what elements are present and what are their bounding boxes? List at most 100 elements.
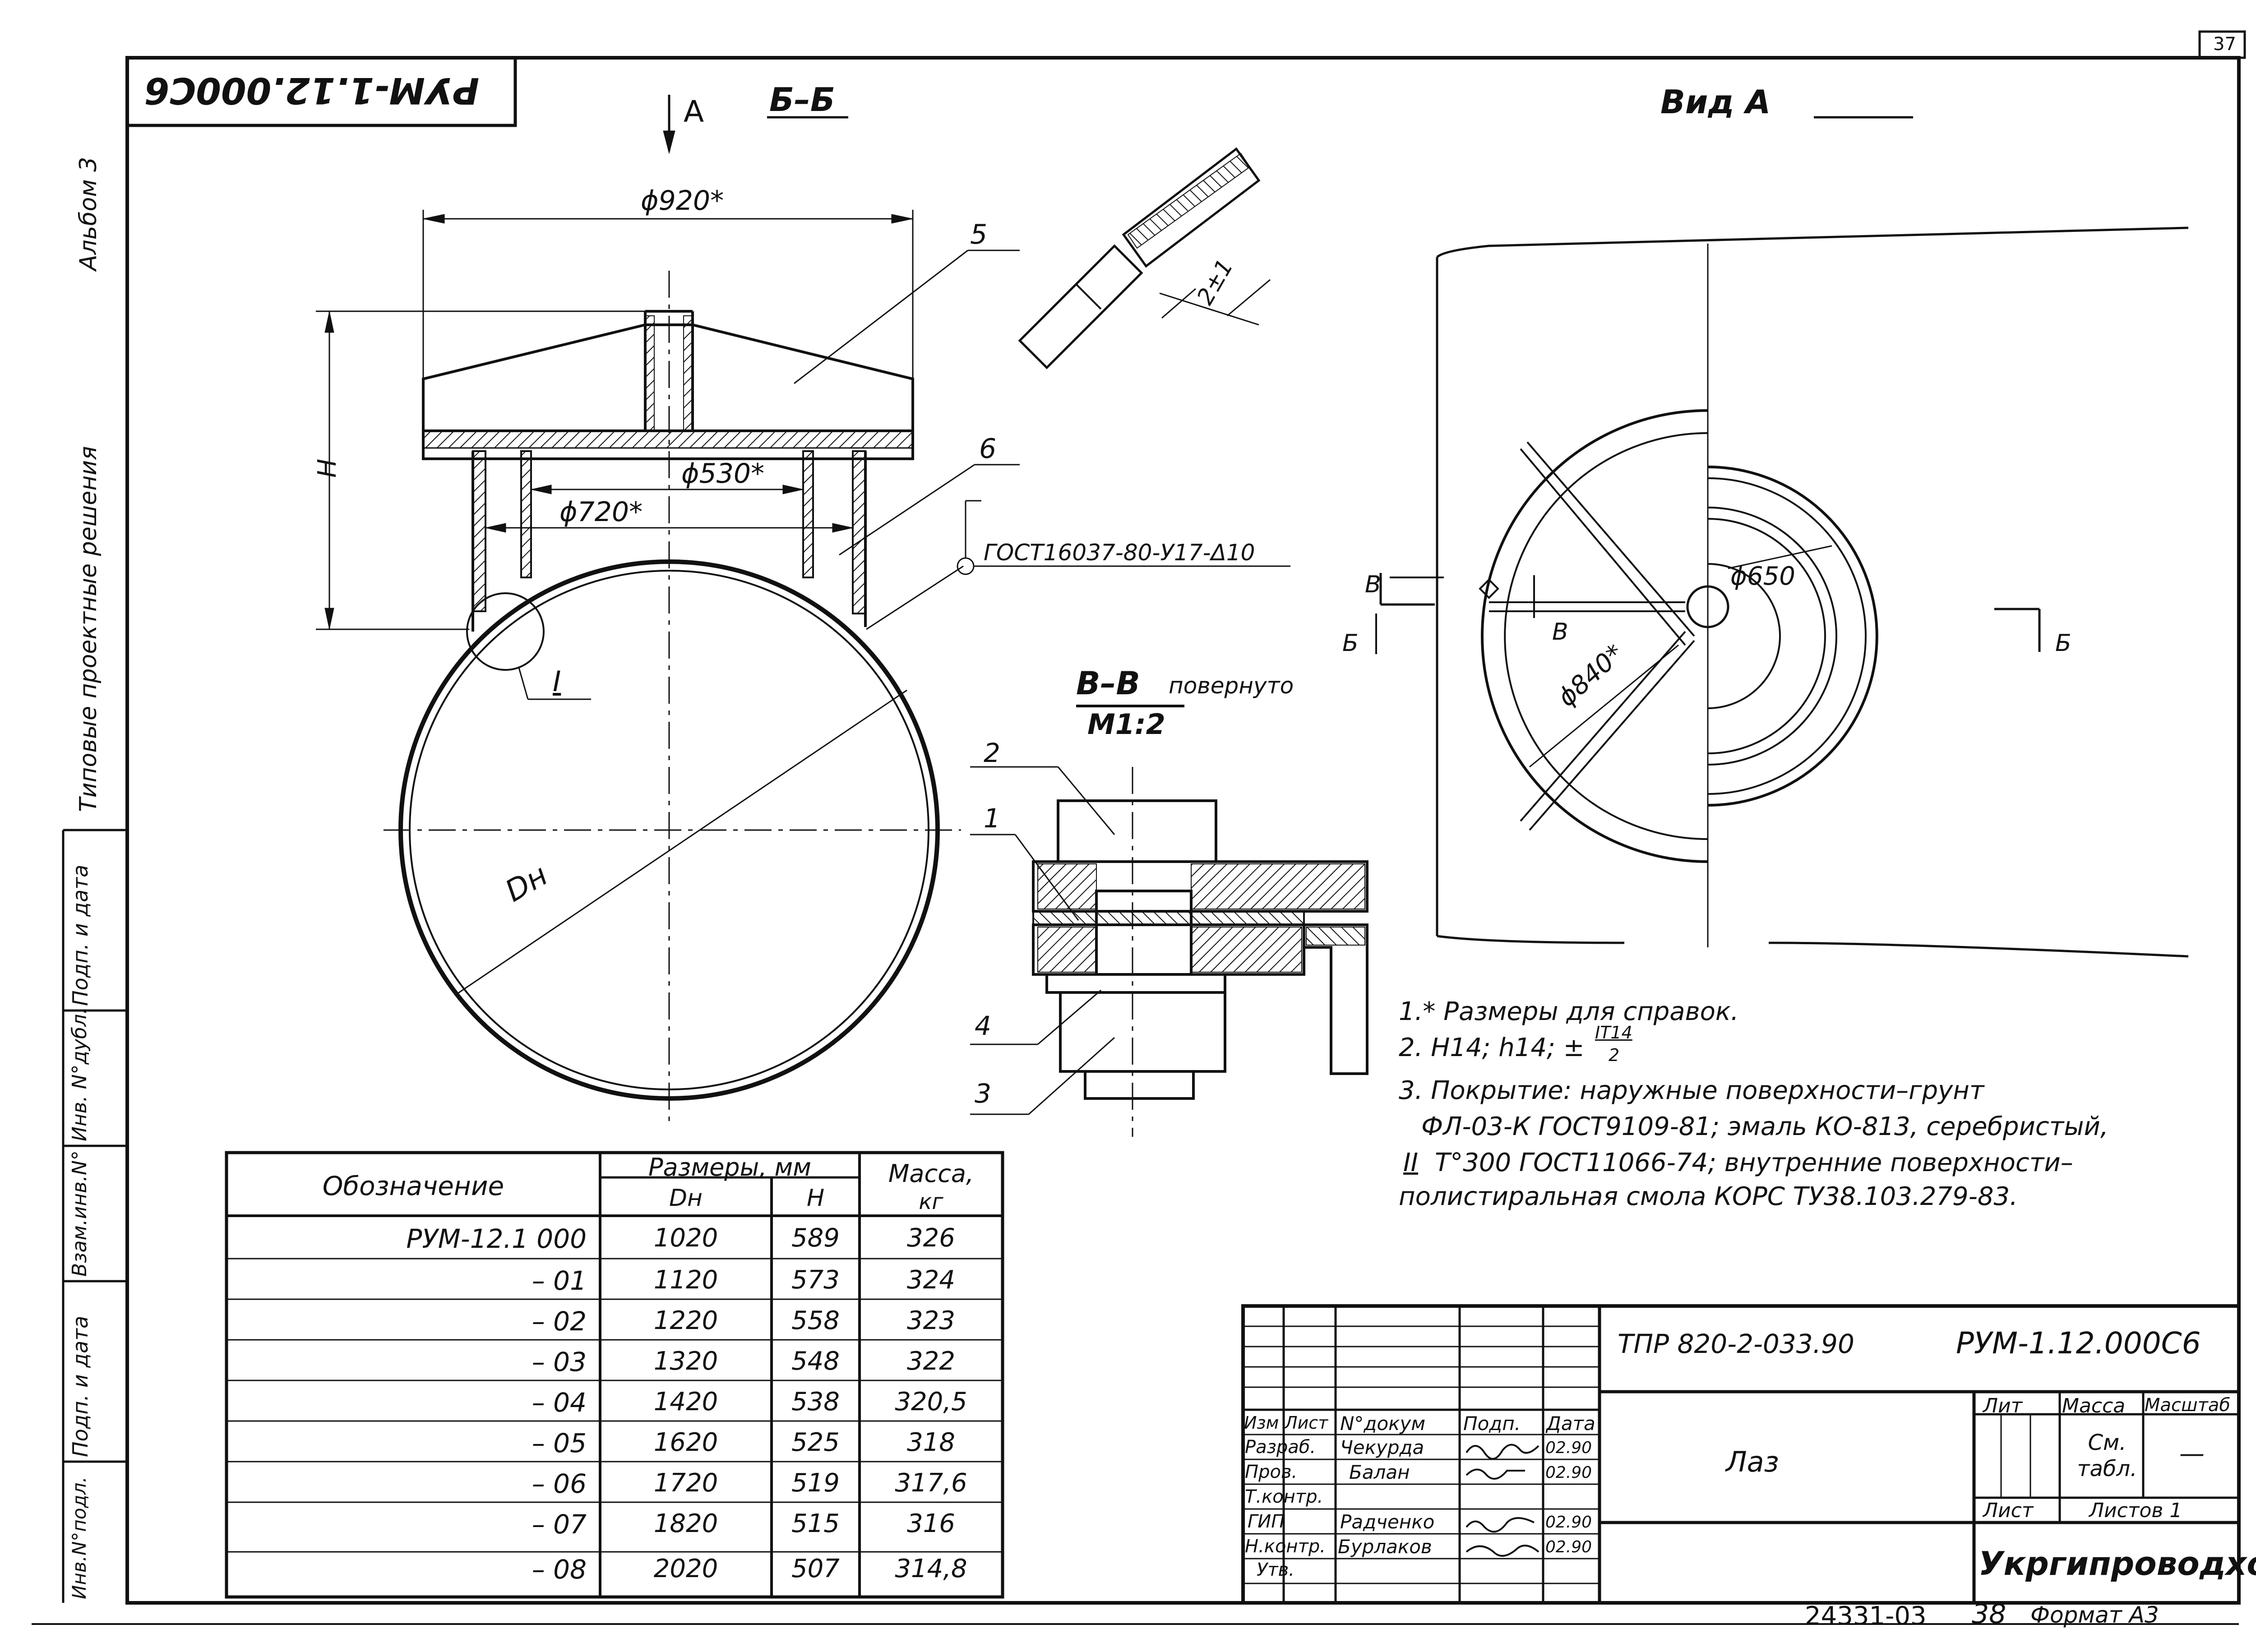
callout-5: 5 bbox=[970, 219, 988, 250]
dim-530: ϕ530* bbox=[681, 458, 765, 489]
tb-mass-value: См. табл. bbox=[2077, 1430, 2137, 1481]
bottom-format: Формат А3 bbox=[2030, 1602, 2159, 1628]
row-mass: 318 bbox=[907, 1428, 955, 1457]
tb-sheets: Листов 1 bbox=[2089, 1499, 2182, 1522]
callout-vv-2: 2 bbox=[984, 738, 1000, 768]
row-designation: – 03 bbox=[532, 1347, 587, 1377]
row-mass: 322 bbox=[907, 1347, 955, 1376]
section-bb-title: Б–Б bbox=[769, 81, 835, 119]
note-3-roman: II bbox=[1403, 1148, 1419, 1177]
header-designation: Обозначение bbox=[322, 1171, 504, 1201]
tb-role-date: 02.90 bbox=[1545, 1538, 1592, 1556]
view-a-title: Вид А bbox=[1660, 83, 1771, 121]
section-vv-scale: М1:2 bbox=[1087, 708, 1165, 741]
row-dn: 1720 bbox=[653, 1468, 718, 1498]
row-designation: – 01 bbox=[532, 1265, 587, 1296]
label-v-left: В bbox=[1365, 571, 1381, 598]
row-h: 519 bbox=[791, 1468, 840, 1498]
dim-920: ϕ920* bbox=[641, 185, 724, 217]
row-dn: 1220 bbox=[653, 1306, 718, 1335]
spec-table-grid bbox=[225, 1151, 1004, 1599]
section-vv-subtitle: повернуто bbox=[1169, 673, 1294, 699]
side-series-label: Типовые проектные решения bbox=[75, 446, 102, 812]
note-3-line-4: полистиральная смола КОРС ТУ38.103.279-8… bbox=[1399, 1182, 2018, 1211]
tb-role: ГИП bbox=[1248, 1511, 1285, 1532]
row-mass: 320,5 bbox=[895, 1387, 967, 1417]
tb-role: Пров. bbox=[1245, 1462, 1298, 1482]
title-block: ТПР 820-2-033.90 РУМ-1.12.000С6 Лаз Укрг… bbox=[1243, 1306, 2256, 1603]
callout-6: 6 bbox=[979, 433, 997, 465]
row-mass: 314,8 bbox=[895, 1554, 967, 1583]
arrow-a-label: А bbox=[684, 94, 704, 129]
row-h: 548 bbox=[791, 1347, 840, 1376]
note-2-tolerance-num: IT14 bbox=[1595, 1023, 1632, 1043]
bottom-inv: 24331-03 bbox=[1805, 1601, 1927, 1631]
signatures bbox=[1465, 1444, 1539, 1557]
tb-sheet: Лист bbox=[1983, 1499, 2034, 1522]
note-2-tolerance-den: 2 bbox=[1609, 1045, 1620, 1065]
spec-table: Обозначение Размеры, мм Dн H Масса, кг Р… bbox=[227, 1153, 1003, 1597]
tb-col-sign: Подп. bbox=[1463, 1412, 1521, 1435]
header-mass-unit: кг bbox=[919, 1189, 943, 1214]
view-a-drawing bbox=[1375, 116, 2189, 958]
label-b-left: Б bbox=[1342, 630, 1359, 657]
weld-note: ГОСТ16037-80-У17-Δ10 bbox=[984, 540, 1255, 566]
row-h: 515 bbox=[791, 1509, 840, 1538]
section-vv-title: В–В bbox=[1076, 665, 1140, 702]
row-dn: 1820 bbox=[653, 1509, 718, 1538]
tb-role-name: Радченко bbox=[1340, 1511, 1435, 1533]
tb-scale: Масштаб bbox=[2145, 1395, 2231, 1416]
row-dn: 1620 bbox=[653, 1428, 718, 1457]
header-h: H bbox=[806, 1185, 825, 1212]
tb-org: Укргипроводхоз bbox=[1979, 1545, 2256, 1583]
side-sign-date-2: Подп. и дата bbox=[68, 1315, 92, 1457]
tb-doc-code: РУМ-1.12.000С6 bbox=[1956, 1326, 2201, 1361]
label-v-mid: В bbox=[1552, 618, 1568, 646]
dim-720: ϕ720* bbox=[559, 496, 643, 528]
sheet-number: 37 bbox=[2213, 34, 2236, 55]
callout-vv-4: 4 bbox=[975, 1011, 991, 1041]
tb-mass: Масса bbox=[2062, 1394, 2126, 1417]
side-dup-inv: Инв. N°дубл. bbox=[68, 1007, 91, 1141]
row-designation: РУМ-12.1 000 bbox=[406, 1223, 587, 1254]
row-designation: – 02 bbox=[532, 1306, 587, 1337]
row-h: 538 bbox=[791, 1387, 840, 1417]
row-dn: 1020 bbox=[653, 1223, 718, 1253]
tb-role: Разраб. bbox=[1245, 1437, 1316, 1458]
tb-role-name: Балан bbox=[1349, 1461, 1410, 1483]
row-h: 589 bbox=[791, 1223, 840, 1253]
tb-name: Лаз bbox=[1726, 1445, 1779, 1478]
callout-vv-3: 3 bbox=[975, 1078, 991, 1109]
row-designation: – 08 bbox=[532, 1554, 587, 1585]
row-mass: 326 bbox=[907, 1223, 955, 1253]
title-block-grid bbox=[1241, 1304, 2241, 1605]
row-dn: 1420 bbox=[653, 1387, 718, 1417]
side-orig-inv: Инв.N°подл. bbox=[68, 1477, 90, 1599]
side-replace-inv: Взам.инв.N° bbox=[68, 1150, 91, 1277]
tb-role: Т.контр. bbox=[1245, 1486, 1323, 1507]
header-mass: Масса, bbox=[888, 1159, 974, 1188]
header-dn: Dн bbox=[669, 1185, 703, 1212]
tb-project: ТПР 820-2-033.90 bbox=[1618, 1329, 1854, 1359]
tb-lit: Лит bbox=[1983, 1394, 2023, 1417]
side-album-label: Альбом 3 bbox=[75, 157, 102, 271]
label-b-right: Б bbox=[2055, 630, 2071, 657]
row-dn: 1320 bbox=[653, 1347, 718, 1376]
dim-h: H bbox=[313, 458, 342, 478]
row-dn: 1120 bbox=[653, 1265, 718, 1295]
row-mass: 316 bbox=[907, 1509, 955, 1538]
note-3-line-2: ФЛ-03-К ГОСТ9109-81; эмаль КО-813, сереб… bbox=[1421, 1112, 2108, 1141]
row-designation: – 04 bbox=[532, 1387, 587, 1418]
tb-col-izm: Изм bbox=[1244, 1413, 1279, 1433]
bottom-page: 38 bbox=[1972, 1598, 2006, 1630]
row-h: 525 bbox=[791, 1428, 840, 1457]
top-left-stamp: РУМ-1.12.000С6 bbox=[144, 69, 480, 111]
tb-col-doc: N°докум bbox=[1340, 1412, 1426, 1435]
row-designation: – 05 bbox=[532, 1428, 587, 1458]
row-mass: 323 bbox=[907, 1306, 955, 1335]
callout-vv-1: 1 bbox=[984, 803, 1000, 834]
note-2: 2. H14; h14; ± bbox=[1399, 1033, 1585, 1062]
row-h: 507 bbox=[791, 1554, 840, 1583]
row-designation: – 07 bbox=[532, 1509, 587, 1540]
